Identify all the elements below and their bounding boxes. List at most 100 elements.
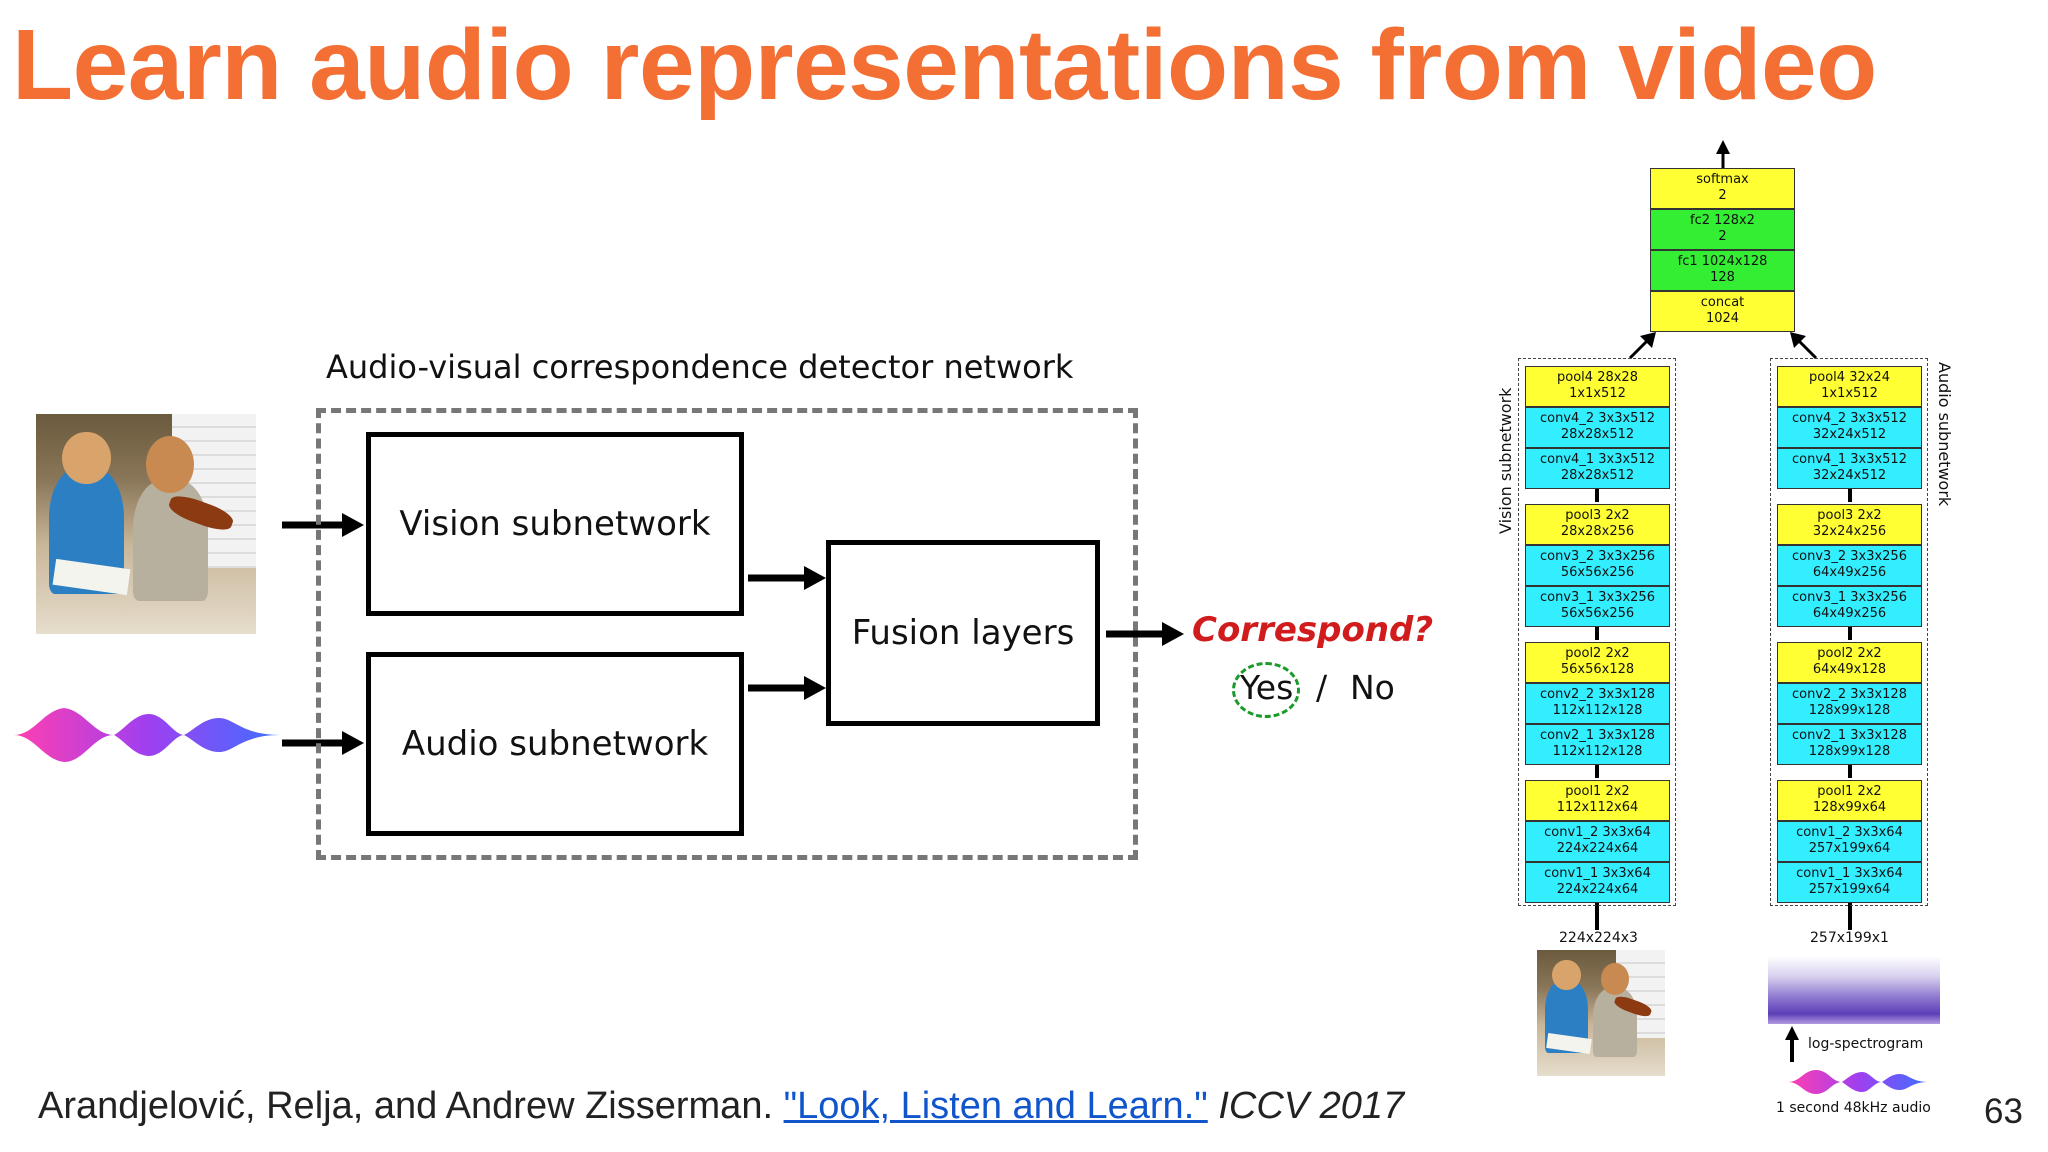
yes-highlight-circle [1232,662,1300,718]
top-layer-name: softmax [1696,172,1749,187]
network-label: Audio-visual correspondence detector net… [326,348,1074,386]
correspond-question: Correspond? [1192,610,1434,650]
spectrogram-label: log-spectrogram [1808,1036,1924,1052]
top-layer-dims: 1024 [1705,311,1740,326]
audio-layer-name: conv1_1 3x3x64 [1796,866,1903,881]
audio-layer-name: conv4_2 3x3x512 [1792,411,1907,426]
audio-layer-dims: 128x99x128 [1808,703,1891,718]
audio-layer-name: pool4 32x24 [1809,370,1890,385]
vision-layer-name: pool4 28x28 [1557,370,1638,385]
audio-input-dims: 257x199x1 [1810,930,1889,946]
audio-layer-name: pool3 2x2 [1817,508,1882,523]
audio-waveform-image [14,708,280,762]
vision-layer-name: pool1 2x2 [1565,784,1630,799]
audio-subnetwork-outline [1770,358,1928,906]
vision-layer-name: conv3_2 3x3x256 [1540,549,1655,564]
vision-side-label: Vision subnetwork [1496,387,1515,534]
spectrogram-arrow [1785,1026,1799,1062]
audio-layer-dims: 64x49x128 [1812,662,1887,677]
vision-input-dims: 224x224x3 [1559,930,1638,946]
vision-layer-dims: 112x112x128 [1552,744,1643,759]
vision-layer-dims: 224x224x64 [1556,882,1639,897]
audio-layer-dims: 128x99x64 [1812,800,1887,815]
vision-subnetwork-outline [1518,358,1676,906]
spectrogram-image [1768,956,1940,1024]
top-layer-dims: 2 [1718,229,1727,244]
fusion-layers-label: Fusion layers [851,613,1075,653]
audio-layer-name: pool2 2x2 [1817,646,1882,661]
vision-layer-name: conv4_1 3x3x512 [1540,452,1655,467]
fusion-layers-box: Fusion layers [826,540,1100,726]
vision-layer-dims: 112x112x128 [1552,703,1643,718]
top-layer-dims: 2 [1718,188,1727,203]
audio-subnetwork-label: Audio subnetwork [401,724,709,764]
vision-layer-dims: 56x56x256 [1560,606,1635,621]
vision-layer-dims: 112x112x64 [1556,800,1639,815]
audio-layer-name: conv3_2 3x3x256 [1792,549,1907,564]
audio-layer-name: pool1 2x2 [1817,784,1882,799]
vision-layer-name: pool2 2x2 [1565,646,1630,661]
vision-subnetwork-label: Vision subnetwork [399,504,711,544]
vision-layer-dims: 1x1x512 [1569,386,1626,401]
citation: Arandjelović, Relja, and Andrew Zisserma… [38,1085,1404,1128]
citation-authors: Arandjelović, Relja, and Andrew Zisserma… [38,1085,774,1127]
vision-layer-name: pool3 2x2 [1565,508,1630,523]
audio-layer-dims: 32x24x512 [1812,468,1887,483]
audio-layer-dims: 1x1x512 [1821,386,1878,401]
vision-input-image [1537,950,1665,1076]
audio-layer-name: conv3_1 3x3x256 [1792,590,1907,605]
citation-venue: ICCV 2017 [1218,1085,1405,1127]
yes-answer: Yes [1240,668,1294,707]
audio-layer-dims: 257x199x64 [1808,841,1891,856]
input-arrows [282,513,364,755]
audio-layer-dims: 32x24x512 [1812,427,1887,442]
top-layer-name: concat [1700,295,1745,310]
vision-layer-dims: 224x224x64 [1556,841,1639,856]
audio-layer-dims: 64x49x256 [1812,565,1887,580]
vision-layer-name: conv1_1 3x3x64 [1544,866,1651,881]
vision-layer-name: conv2_1 3x3x128 [1540,728,1655,743]
slide-title: Learn audio representations from video [12,9,1877,121]
audio-layer-name: conv2_1 3x3x128 [1792,728,1907,743]
vision-layer-dims: 56x56x128 [1560,662,1635,677]
vision-layer-dims: 28x28x512 [1560,427,1635,442]
vision-layer-dims: 56x56x256 [1560,565,1635,580]
audio-layer-name: conv2_2 3x3x128 [1792,687,1907,702]
audio-side-label: Audio subnetwork [1935,362,1954,507]
vision-layer-dims: 28x28x256 [1560,524,1635,539]
paper-link[interactable]: "Look, Listen and Learn." [783,1085,1208,1127]
vision-layer-name: conv3_1 3x3x256 [1540,590,1655,605]
top-layer-name: fc2 128x2 [1690,213,1755,228]
top-layer-name: fc1 1024x128 [1677,254,1768,269]
vision-layer-name: conv2_2 3x3x128 [1540,687,1655,702]
no-answer: No [1350,668,1395,707]
small-waveform-image [1788,1070,1928,1094]
fusion-arrows [748,566,1184,700]
answer-separator: / [1316,668,1328,707]
audio-caption: 1 second 48kHz audio [1776,1100,1931,1116]
video-frame-image [36,414,256,634]
vision-layer-name: conv1_2 3x3x64 [1544,825,1651,840]
